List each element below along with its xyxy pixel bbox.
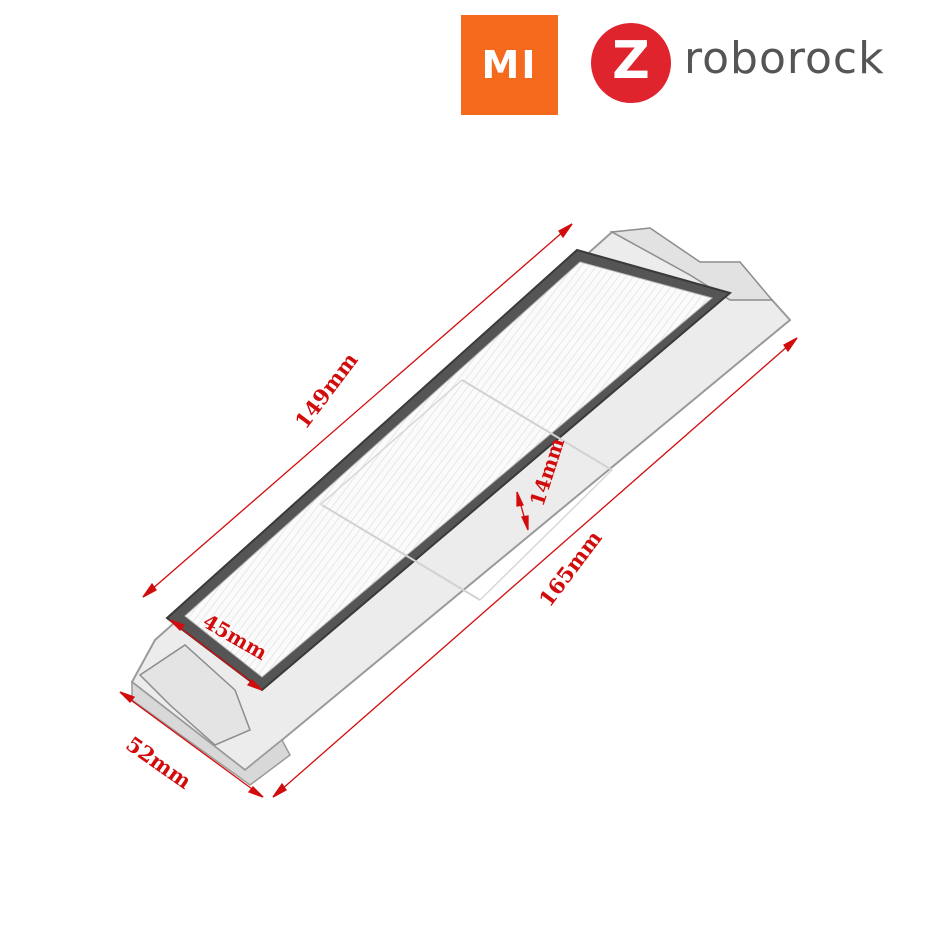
filter-bottom-clip bbox=[138, 644, 251, 746]
dimension-line-45mm bbox=[169, 619, 263, 691]
dimension-line-149mm bbox=[142, 223, 573, 598]
filter-top-clip bbox=[609, 227, 774, 301]
filter-segment-divider bbox=[319, 379, 463, 506]
mi-logo: MI bbox=[461, 15, 558, 115]
roborock-logo-text: roborock bbox=[684, 33, 885, 84]
dimension-line-52mm bbox=[119, 691, 264, 798]
roborock-logo-mark: Z bbox=[591, 23, 671, 103]
dimension-line-14mm bbox=[516, 491, 529, 531]
roborock-logo-mark-text: Z bbox=[612, 31, 650, 91]
filter-segment-divider bbox=[479, 469, 613, 601]
dimension-line-165mm bbox=[272, 337, 798, 798]
mi-logo-text: MI bbox=[481, 43, 538, 87]
filter-segment-divider bbox=[461, 379, 613, 471]
filter-pleated-media bbox=[184, 261, 714, 678]
filter-segment-divider bbox=[321, 504, 481, 601]
